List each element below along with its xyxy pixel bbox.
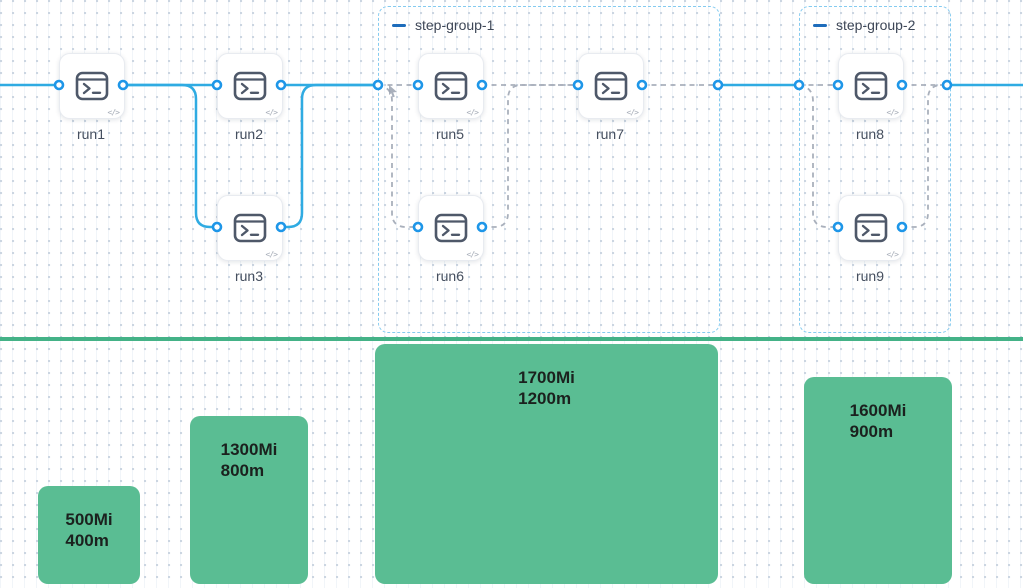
code-icon: </> — [107, 108, 120, 117]
connection-port[interactable] — [412, 221, 424, 233]
code-icon: </> — [626, 108, 639, 117]
bar-cpu-label: 900m — [849, 422, 894, 441]
resource-bar: 500Mi 400m — [38, 486, 140, 584]
connection-port[interactable] — [275, 221, 287, 233]
node-run8[interactable]: </> — [838, 53, 904, 119]
step-group-label: step-group-1 — [392, 17, 719, 33]
step-group-label: step-group-2 — [813, 17, 950, 33]
connection-port[interactable] — [117, 79, 129, 91]
node-label: run7 — [595, 126, 625, 142]
connection-port[interactable] — [896, 221, 908, 233]
code-icon: </> — [466, 108, 479, 117]
connection-port[interactable] — [712, 79, 724, 91]
edge-dashed — [377, 84, 418, 228]
connection-port[interactable] — [832, 79, 844, 91]
bar-cpu-label: 800m — [220, 461, 265, 480]
connection-port[interactable] — [896, 79, 908, 91]
bar-memory-label: 500Mi — [65, 510, 113, 529]
step-group-name: step-group-2 — [836, 17, 916, 33]
connection-port[interactable] — [211, 79, 223, 91]
connection-port[interactable] — [53, 79, 65, 91]
bar-memory-label: 1700Mi — [518, 368, 575, 387]
node-label: run9 — [855, 268, 885, 284]
bar-cpu-label: 1200m — [518, 389, 572, 408]
connection-port[interactable] — [372, 79, 384, 91]
step-group-box[interactable]: step-group-1 — [378, 6, 720, 333]
edge-solid — [281, 83, 378, 229]
connection-port[interactable] — [476, 79, 488, 91]
node-run3[interactable]: </> — [217, 195, 283, 261]
bar-memory-label: 1300Mi — [220, 440, 278, 459]
node-label: run2 — [234, 126, 264, 142]
node-run9[interactable]: </> — [838, 195, 904, 261]
terminal-icon — [854, 71, 888, 101]
bar-cpu-label: 400m — [65, 531, 109, 550]
step-group-name: step-group-1 — [415, 17, 495, 33]
terminal-icon — [233, 71, 267, 101]
node-run7[interactable]: </> — [578, 53, 644, 119]
node-label: run1 — [76, 126, 106, 142]
connection-port[interactable] — [412, 79, 424, 91]
edge-dashed — [902, 84, 947, 228]
terminal-icon — [233, 213, 267, 243]
resource-bar: 1300Mi 800m — [190, 416, 308, 584]
step-group-box[interactable]: step-group-2 — [799, 6, 951, 333]
terminal-icon — [434, 71, 468, 101]
edge-dashed — [798, 84, 838, 228]
collapse-minus-icon[interactable] — [392, 23, 406, 27]
connection-port[interactable] — [941, 79, 953, 91]
terminal-icon — [75, 71, 109, 101]
connection-port[interactable] — [476, 221, 488, 233]
connection-port[interactable] — [572, 79, 584, 91]
terminal-icon — [434, 213, 468, 243]
connection-port[interactable] — [211, 221, 223, 233]
resource-bar: 1600Mi 900m — [804, 377, 952, 584]
node-label: run6 — [435, 268, 465, 284]
terminal-icon — [854, 213, 888, 243]
code-icon: </> — [886, 250, 899, 259]
stage-divider-line — [0, 337, 1023, 341]
bar-label: 1700Mi 1200m — [518, 367, 575, 584]
connection-port[interactable] — [793, 79, 805, 91]
collapse-minus-icon[interactable] — [813, 23, 827, 27]
code-icon: </> — [466, 250, 479, 259]
node-run5[interactable]: </> — [418, 53, 484, 119]
connection-port[interactable] — [636, 79, 648, 91]
code-icon: </> — [265, 108, 278, 117]
code-icon: </> — [265, 250, 278, 259]
node-label: run8 — [855, 126, 885, 142]
edge-solid — [123, 83, 217, 229]
node-label: run3 — [234, 268, 264, 284]
mouse-cursor — [388, 84, 399, 103]
resource-bar: 1700Mi 1200m — [375, 344, 718, 584]
connection-port[interactable] — [275, 79, 287, 91]
terminal-icon — [594, 71, 628, 101]
code-icon: </> — [886, 108, 899, 117]
bar-label: 500Mi 400m — [65, 509, 112, 584]
cursor-arrow-icon — [389, 85, 397, 98]
bar-label: 1300Mi 800m — [221, 439, 278, 584]
connection-port[interactable] — [832, 221, 844, 233]
node-label: run5 — [435, 126, 465, 142]
edge-dashed — [482, 84, 578, 228]
bar-memory-label: 1600Mi — [849, 401, 907, 420]
bar-label: 1600Mi 900m — [850, 400, 907, 584]
